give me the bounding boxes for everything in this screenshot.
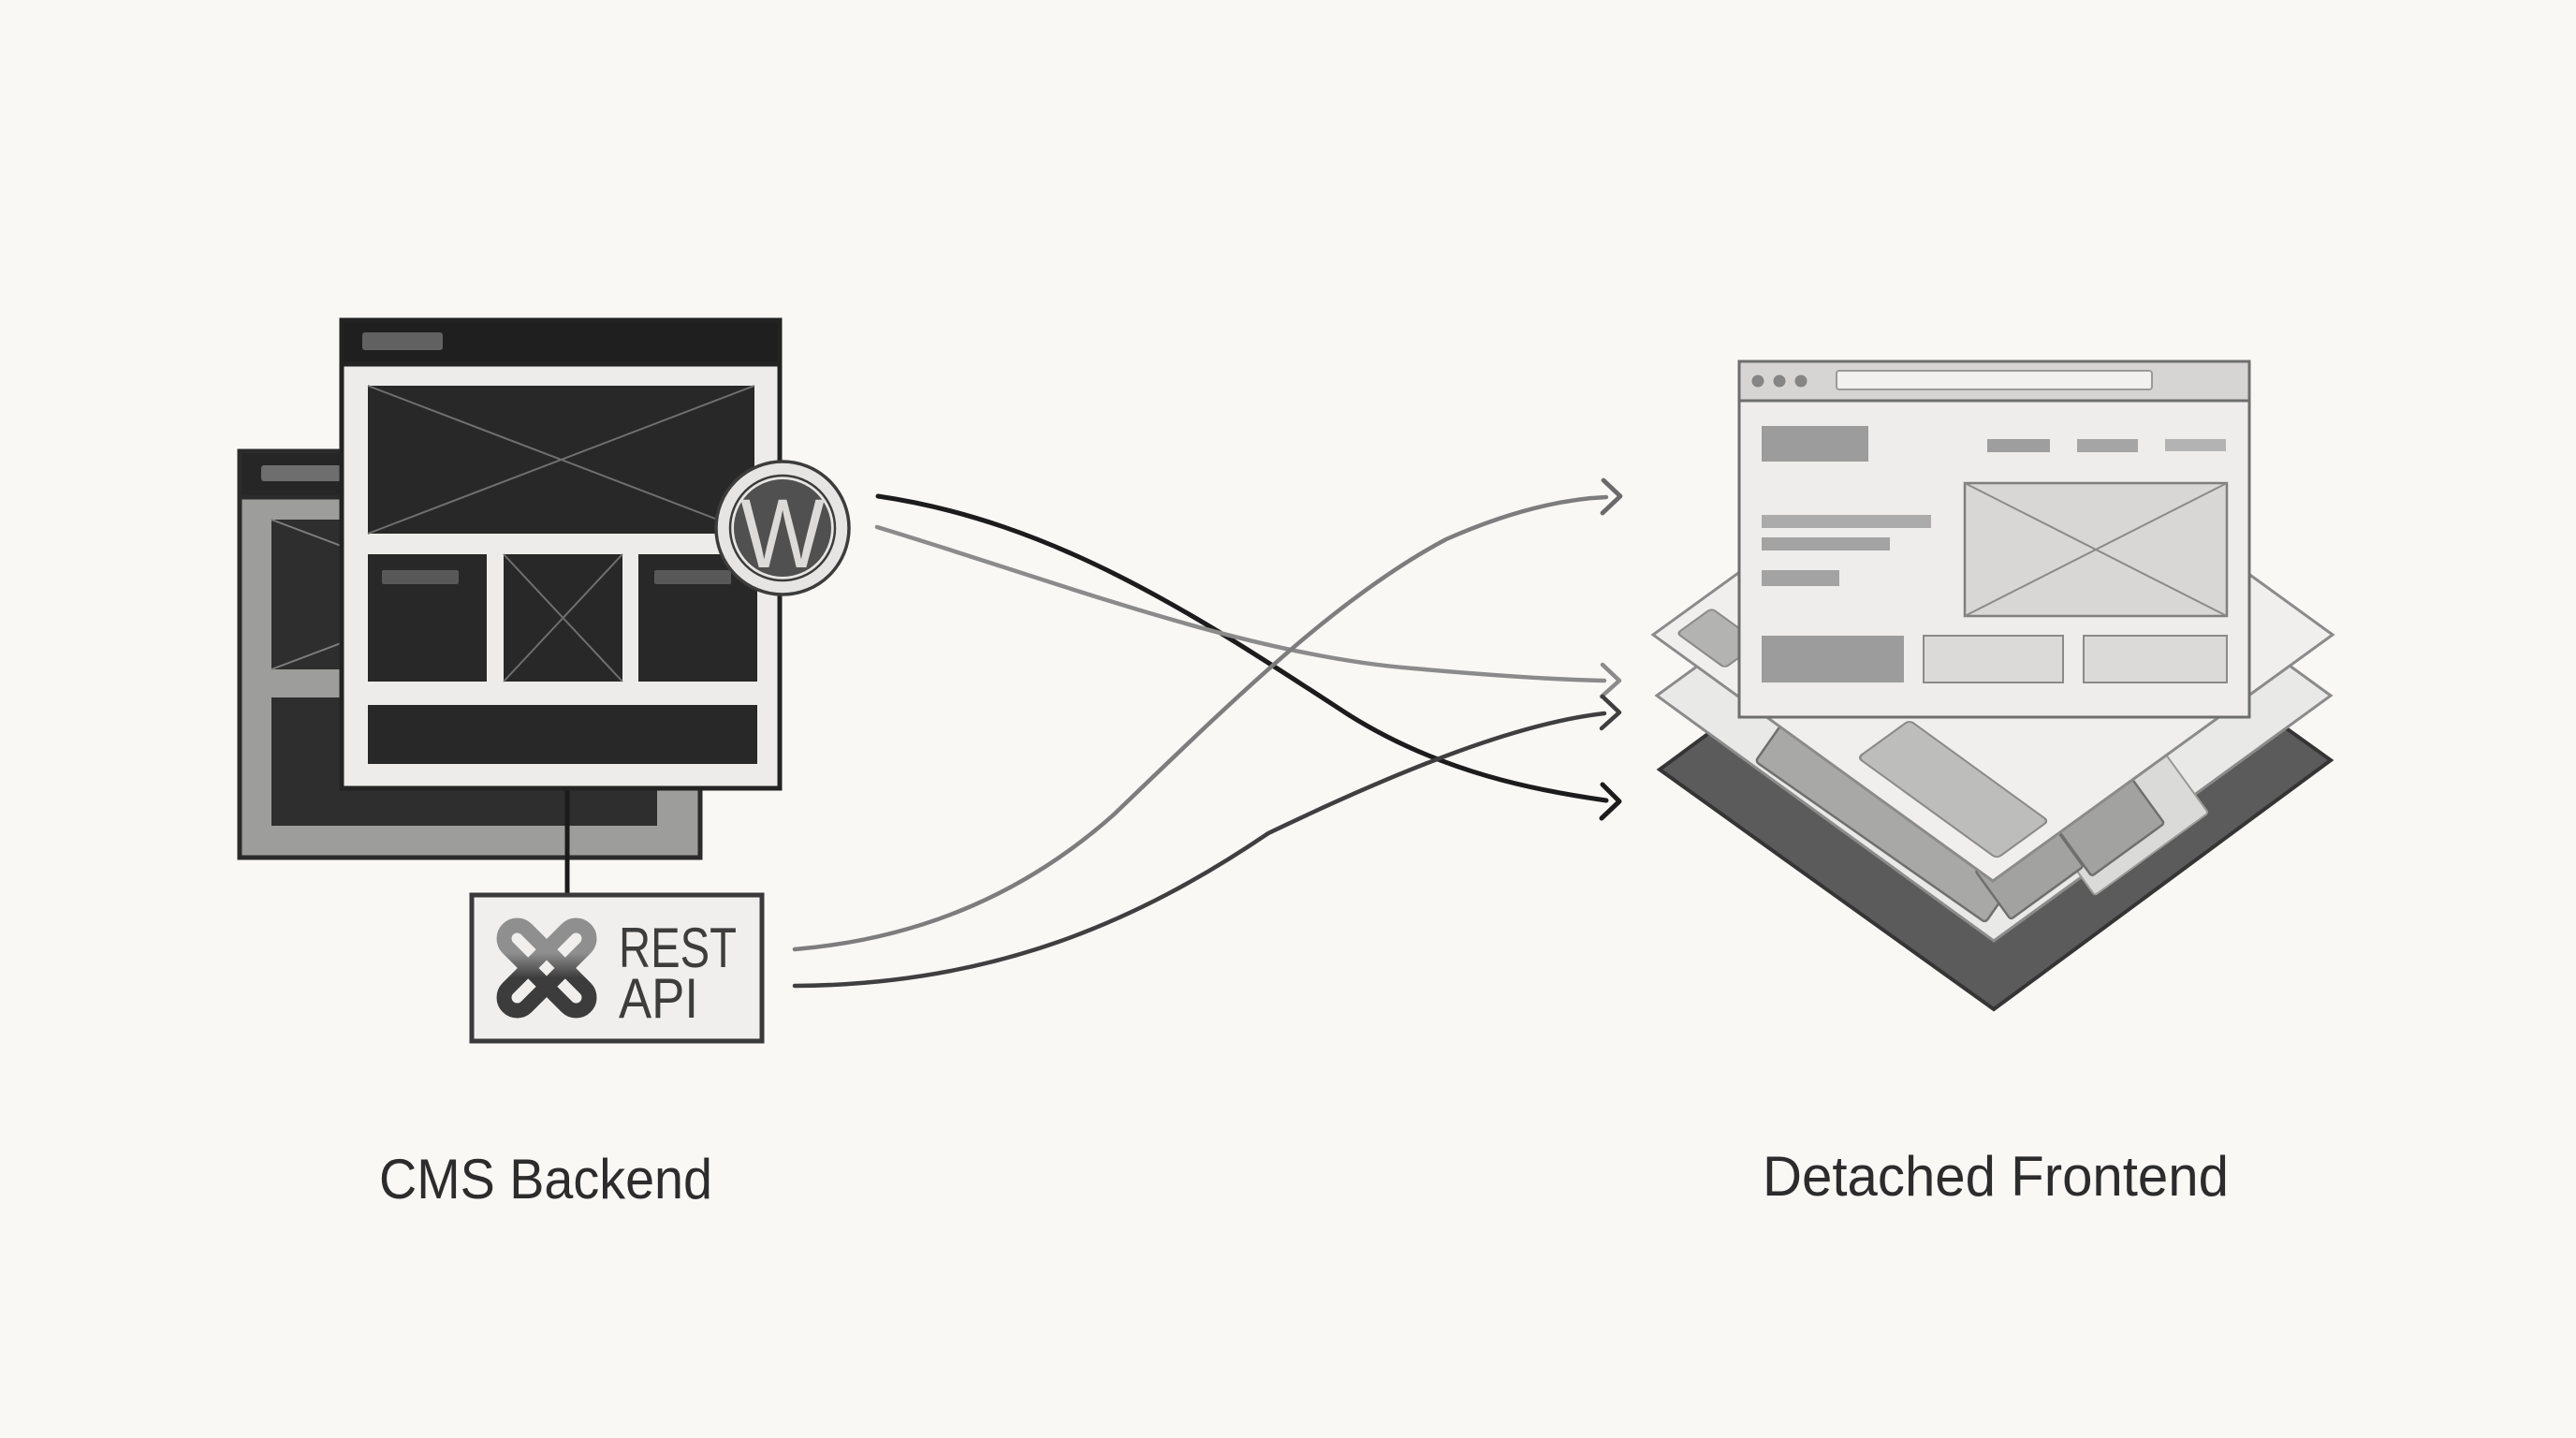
svg-text:CMS Backend: CMS Backend <box>379 1148 712 1211</box>
svg-text:REST: REST <box>619 917 737 979</box>
svg-text:API: API <box>619 967 698 1030</box>
svg-text:Detached Frontend: Detached Frontend <box>1763 1145 2229 1208</box>
svg-text:W: W <box>740 479 825 589</box>
